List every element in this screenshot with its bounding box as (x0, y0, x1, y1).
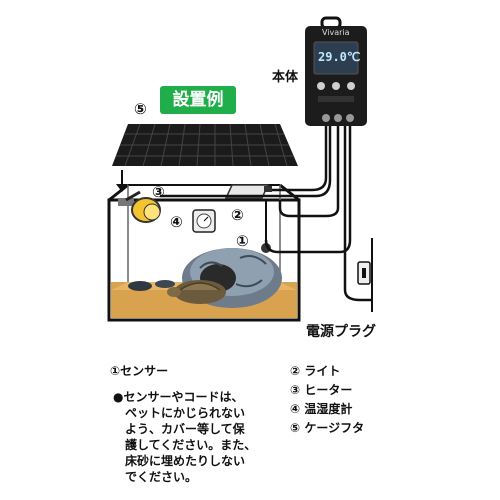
marker-2: ② (231, 206, 244, 224)
page-title: 設置例 (160, 86, 236, 114)
legend-item: ② ライト (290, 364, 341, 378)
hygrometer (192, 209, 216, 233)
legend-item: ⑤ ケージフタ (290, 421, 365, 435)
marker-4: ④ (170, 213, 183, 231)
label-main-unit: 本体 (272, 70, 299, 85)
legend-left: ①センサー (110, 362, 168, 381)
legend-right: ② ライト ③ ヒーター ④ 温湿度計 ⑤ ケージフタ (290, 362, 364, 438)
label-power-plug: 電源プラグ (306, 324, 376, 340)
tortoise (167, 280, 226, 304)
marker-3: ③ (152, 183, 165, 201)
caution-note: ●センサーやコードは、 ペットにかじられない よう、カバー等して保 護してくださ… (113, 390, 257, 484)
marker-5: ⑤ (134, 100, 147, 118)
down-arrow (116, 170, 128, 192)
heater (118, 190, 161, 223)
marker-1: ① (236, 232, 249, 250)
stones (128, 280, 175, 291)
display-reading: 29.0℃ (318, 50, 361, 64)
controller (305, 16, 367, 126)
legend-item: ④ 温湿度計 (290, 402, 353, 416)
legend-item: ①センサー (110, 364, 169, 378)
cage-lid (112, 123, 298, 167)
wall-outlet (357, 238, 373, 312)
legend-item: ③ ヒーター (290, 383, 353, 397)
controller-brand: Vivaria (322, 28, 350, 37)
